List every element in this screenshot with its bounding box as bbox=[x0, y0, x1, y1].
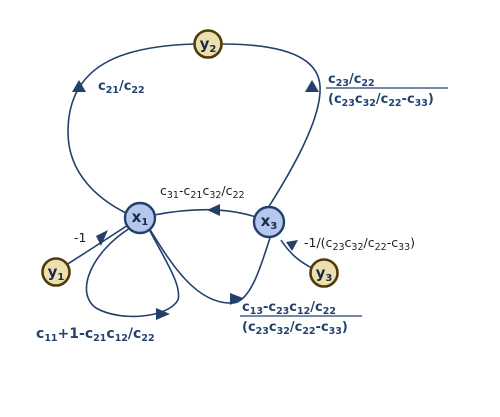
label-x3-y2-denominator: (c23c32/c22-c33) bbox=[328, 92, 434, 109]
svg-text:x3: x3 bbox=[261, 212, 278, 232]
label-x3-x1: c31-c21c32/c22 bbox=[160, 183, 245, 201]
edge-y2-x1 bbox=[67, 43, 196, 214]
svg-text:x1: x1 bbox=[132, 208, 149, 228]
node-y2: y2 bbox=[193, 29, 223, 59]
edge-x1-self bbox=[85, 227, 180, 318]
edge-x3-y2 bbox=[221, 43, 321, 209]
label-x1-self-loop: c11+1-c21c12/c22 bbox=[36, 326, 155, 344]
node-y3: y3 bbox=[309, 258, 339, 288]
arrowhead-y3-x3 bbox=[286, 240, 298, 251]
svg-text:y2: y2 bbox=[200, 35, 217, 55]
node-x3: x3 bbox=[252, 205, 286, 239]
edge-x1-x3 bbox=[148, 227, 271, 304]
edge-x3-x1 bbox=[153, 208, 257, 218]
arrowhead-x1-x3 bbox=[230, 293, 243, 305]
label-y1-x1: -1 bbox=[74, 230, 86, 245]
label-x1-x3-denominator: (c23c32/c22-c33) bbox=[242, 320, 348, 337]
edge-y1-x1 bbox=[65, 224, 129, 266]
arrowhead-x1-self bbox=[156, 308, 170, 320]
node-y1: y1 bbox=[41, 257, 71, 287]
label-x1-x3-numerator: c13-c23c12/c22 bbox=[242, 300, 336, 317]
edge-y3-x3 bbox=[280, 239, 313, 269]
label-y3-x3: -1/(c23c32/c22-c33) bbox=[304, 235, 415, 253]
arrowhead-y1-x1 bbox=[96, 230, 108, 246]
arrowhead-x3-y2 bbox=[305, 80, 319, 92]
arrowhead-y2-x1 bbox=[72, 80, 86, 92]
node-x1: x1 bbox=[123, 201, 157, 235]
label-x1-x3: c13-c23c12/c22 (c23c32/c22-c33) bbox=[240, 300, 362, 337]
label-y2-x1: c21/c22 bbox=[98, 79, 145, 96]
label-x3-y2: c23/c22 (c23c32/c22-c33) bbox=[326, 72, 448, 109]
svg-text:y3: y3 bbox=[316, 264, 333, 284]
svg-text:y1: y1 bbox=[48, 263, 65, 283]
label-x3-y2-numerator: c23/c22 bbox=[328, 72, 375, 89]
arrowhead-x3-x1 bbox=[207, 204, 220, 216]
